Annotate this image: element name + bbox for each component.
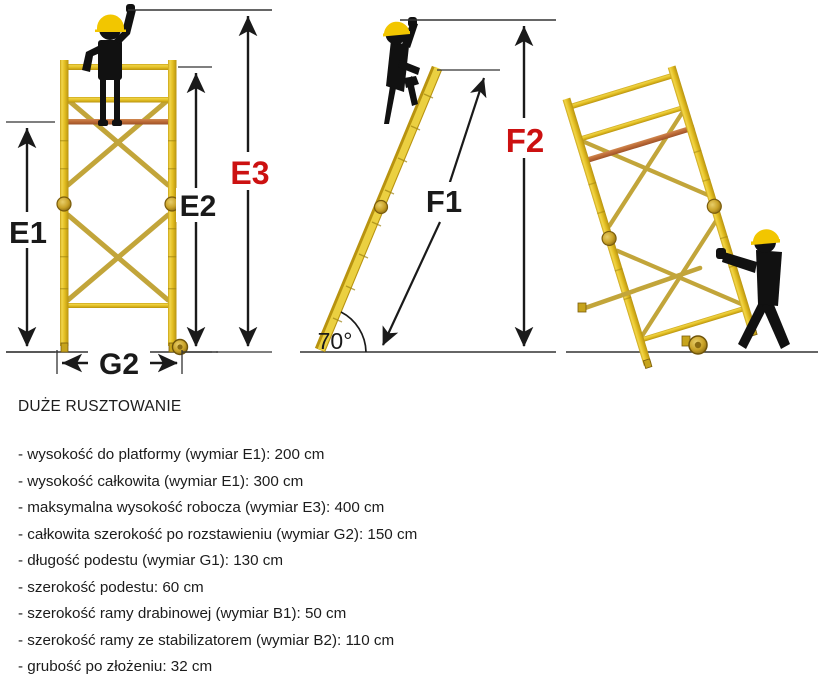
specifications-block: DUŻE RUSZTOWANIE - wysokość do platformy… <box>0 390 823 700</box>
spec-item: - szerokość podestu: 60 cm <box>18 578 204 596</box>
dimension-label-F1: F1 <box>426 184 462 219</box>
diagram-area: E1 E2 E3 <box>6 4 818 381</box>
tilted-frame-group <box>562 65 758 369</box>
middle-diagram-inclined-ladder: 70° F1 F2 <box>300 17 556 354</box>
worker-figure-standing <box>82 4 136 126</box>
dimension-label-G2: G2 <box>99 348 139 381</box>
cross-braces-left <box>65 97 171 303</box>
angle-70-degrees: 70° <box>318 311 367 354</box>
hard-hat-icon <box>97 14 124 30</box>
dimension-G2: G2 <box>56 346 183 381</box>
spec-item: - całkowita szerokość po rozstawieniu (w… <box>18 525 418 543</box>
dimension-E3: E3 <box>128 9 272 353</box>
spec-item: - maksymalna wysokość robocza (wymiar E3… <box>18 499 385 516</box>
dimension-label-E1: E1 <box>9 215 47 250</box>
angle-label: 70° <box>318 328 353 354</box>
spec-item: - wysokość do platformy (wymiar E1): 200… <box>18 446 325 463</box>
technical-drawing: E1 E2 E3 <box>6 4 818 381</box>
spec-item: - szerokość ramy drabinowej (wymiar B1):… <box>18 605 347 622</box>
dimension-label-E3: E3 <box>230 155 269 191</box>
stabiliser-leg <box>582 265 703 311</box>
dimension-F1: F1 <box>382 69 500 346</box>
base-feet-left <box>60 338 189 356</box>
platform-deck-right <box>580 124 696 165</box>
ladder-member <box>314 65 443 353</box>
left-diagram-scaffold-tower: E1 E2 E3 <box>6 4 272 381</box>
spec-item: - szerokość ramy ze stabilizatorem (wymi… <box>18 631 395 649</box>
dimension-label-E2: E2 <box>180 190 217 223</box>
hard-hat-icon-pusher <box>753 229 779 243</box>
spec-item: - długość podestu (wymiar G1): 130 cm <box>18 552 284 569</box>
spec-item: - grubość po złożeniu: 32 cm <box>18 658 213 675</box>
page-title: DUŻE RUSZTOWANIE <box>18 398 182 415</box>
worker-figure-climbing <box>383 17 420 124</box>
dimension-E2: E2 <box>176 66 218 353</box>
right-diagram-tilted-scaffold <box>562 65 818 369</box>
worker-figure-pushing <box>716 229 790 349</box>
dimension-E1: E1 <box>6 121 55 353</box>
specification-list: - wysokość do platformy (wymiar E1): 200… <box>14 442 823 681</box>
spec-item: - wysokość całkowita (wymiar E1): 300 cm <box>18 472 304 490</box>
dimension-F2: F2 <box>400 19 556 347</box>
frame-joints-left <box>56 196 180 212</box>
dimension-label-F2: F2 <box>506 122 545 159</box>
caster-wheel-right <box>681 335 708 355</box>
